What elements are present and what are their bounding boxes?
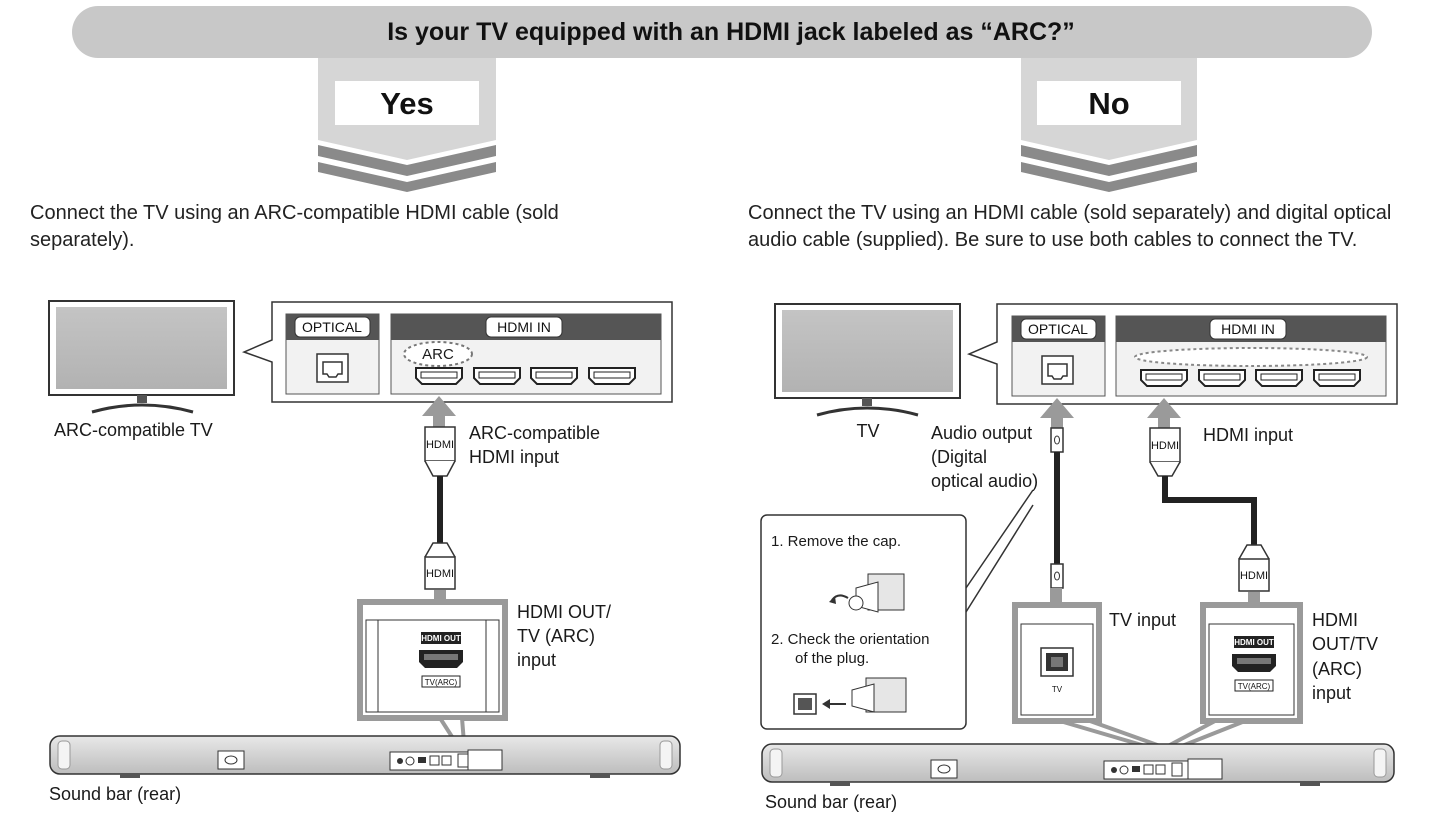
svg-text:HDMI OUT: HDMI OUT: [421, 634, 461, 643]
no-out-label-4: input: [1312, 683, 1351, 703]
yes-up-arrow: [422, 396, 456, 428]
no-tv: [774, 303, 961, 417]
no-tv-input-label: TV input: [1109, 610, 1176, 630]
yes-hdmi-cable: [437, 476, 443, 543]
no-tv-label: TV: [856, 421, 879, 441]
no-hdmi-input-label: HDMI input: [1203, 425, 1293, 445]
svg-text:HDMI: HDMI: [426, 568, 454, 580]
svg-text:TV(ARC): TV(ARC): [1238, 682, 1271, 691]
no-optical-tag: OPTICAL: [1028, 321, 1088, 337]
svg-text:TV(ARC): TV(ARC): [425, 678, 458, 687]
yes-answer: Yes: [380, 86, 433, 121]
yes-tv-input-label-2: HDMI input: [469, 447, 559, 467]
yes-out-label-3: input: [517, 650, 556, 670]
no-hdmi-plug-top: HDMI: [1149, 427, 1181, 477]
question-banner: [72, 6, 1372, 58]
no-tv-port-panel: OPTICAL HDMI IN: [966, 303, 1398, 405]
yes-optical-tag: OPTICAL: [302, 319, 362, 335]
no-optical-up-arrow: [1040, 398, 1074, 428]
no-step-2-line-2: of the plug.: [795, 650, 869, 667]
yes-soundbar-label: Sound bar (rear): [49, 784, 181, 804]
svg-text:HDMI: HDMI: [1240, 570, 1268, 582]
no-audio-out-3: optical audio): [931, 471, 1038, 491]
yes-arc-tag: ARC: [422, 346, 454, 363]
yes-tv-label: ARC-compatible TV: [54, 420, 213, 440]
yes-arc-highlight: [403, 341, 473, 367]
no-hdmi-plug-bottom: HDMI: [1238, 544, 1270, 592]
no-answer: No: [1088, 86, 1129, 121]
no-step-1: 1. Remove the cap.: [771, 533, 901, 550]
yes-tv-input-label-1: ARC-compatible: [469, 423, 600, 443]
no-optical-cable: [1054, 452, 1060, 564]
no-chevron: No: [1021, 58, 1197, 192]
no-hdmi-port-callout: HDMI OUT TV(ARC): [1167, 602, 1303, 748]
no-audio-out-2: (Digital: [931, 447, 987, 467]
no-hdmi-cable: [1162, 476, 1257, 545]
question-text: Is your TV equipped with an HDMI jack la…: [387, 18, 1075, 46]
yes-out-label-2: TV (ARC): [517, 626, 595, 646]
no-instruction-box: 1. Remove the cap. 2. Check the orientat…: [760, 489, 1034, 730]
svg-text:TV: TV: [1052, 685, 1063, 694]
no-out-label-2: OUT/TV: [1312, 634, 1378, 654]
no-optical-plug-bottom: [1050, 563, 1064, 589]
no-audio-out-1: Audio output: [931, 423, 1032, 443]
no-step-2-line-1: 2. Check the orientation: [771, 631, 929, 648]
yes-tv: [48, 300, 235, 414]
no-hdmi-in-tag: HDMI IN: [1221, 321, 1275, 337]
no-out-label-3: (ARC): [1312, 659, 1362, 679]
svg-text:HDMI: HDMI: [426, 439, 454, 451]
no-optical-plug-top: [1050, 427, 1064, 453]
no-description: Connect the TV using an HDMI cable (sold…: [748, 202, 1392, 251]
no-optical-port-callout: TV: [1012, 602, 1161, 748]
no-soundbar: [761, 743, 1395, 786]
svg-text:HDMI: HDMI: [1151, 440, 1179, 452]
yes-hdmi-plug-bottom: HDMI: [424, 542, 456, 590]
yes-soundbar-port-callout: HDMI OUT TV(ARC): [357, 599, 508, 745]
no-hdmi-up-arrow: [1147, 398, 1181, 428]
yes-out-label-1: HDMI OUT/: [517, 602, 611, 622]
remove-cap-illustration: [829, 573, 905, 613]
no-out-label-1: HDMI: [1312, 610, 1358, 630]
no-soundbar-label: Sound bar (rear): [765, 792, 897, 812]
yes-hdmi-plug-top: HDMI: [424, 426, 456, 477]
yes-chevron: Yes: [318, 58, 496, 192]
no-hdmi-ports-highlight: [1134, 347, 1368, 367]
plug-orientation-illustration: [793, 677, 907, 715]
yes-hdmi-in-tag: HDMI IN: [497, 319, 551, 335]
yes-soundbar: [49, 735, 681, 778]
yes-tv-port-panel: OPTICAL HDMI IN ARC: [241, 301, 673, 403]
yes-description: Connect the TV using an ARC-compatible H…: [30, 202, 559, 251]
svg-text:HDMI OUT: HDMI OUT: [1234, 638, 1274, 647]
